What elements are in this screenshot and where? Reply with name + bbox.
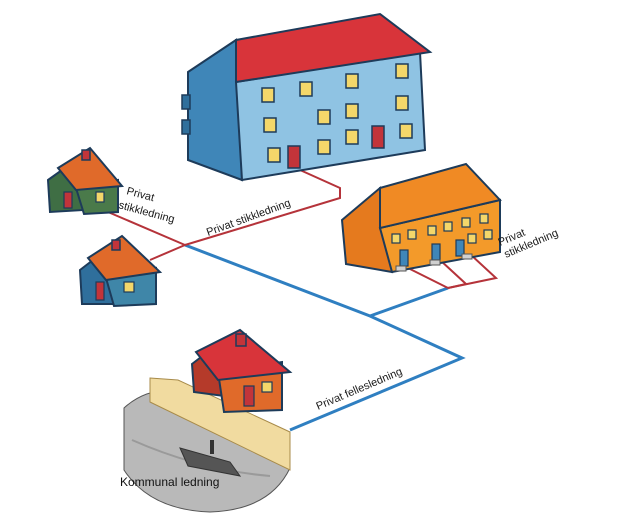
private-pipe-row-3 [447, 253, 499, 289]
shared-pipe-branch [369, 286, 449, 318]
apartment-building [181, 12, 433, 182]
fence [149, 377, 291, 471]
private-pipe-house-1 [107, 211, 186, 246]
house-foreground [190, 328, 293, 414]
shared-pipe [184, 243, 466, 432]
private-pipe-house-2 [149, 244, 186, 261]
pipe-network [107, 169, 499, 432]
apartment-door-right [371, 125, 385, 149]
private-pipe-apartment [184, 169, 341, 246]
house-teal [78, 234, 163, 308]
label-privat-stikk-left-line2: stikkledning [117, 199, 176, 225]
apartment-door-left [287, 145, 301, 169]
private-pipe-row-1 [407, 267, 449, 289]
house-green [46, 146, 125, 216]
label-privat-stikk-center: Privat stikkledning [205, 197, 292, 239]
label-kommunal: Kommunal ledning [120, 475, 219, 489]
row-house [340, 162, 502, 274]
private-pipe-row-2 [439, 259, 469, 289]
